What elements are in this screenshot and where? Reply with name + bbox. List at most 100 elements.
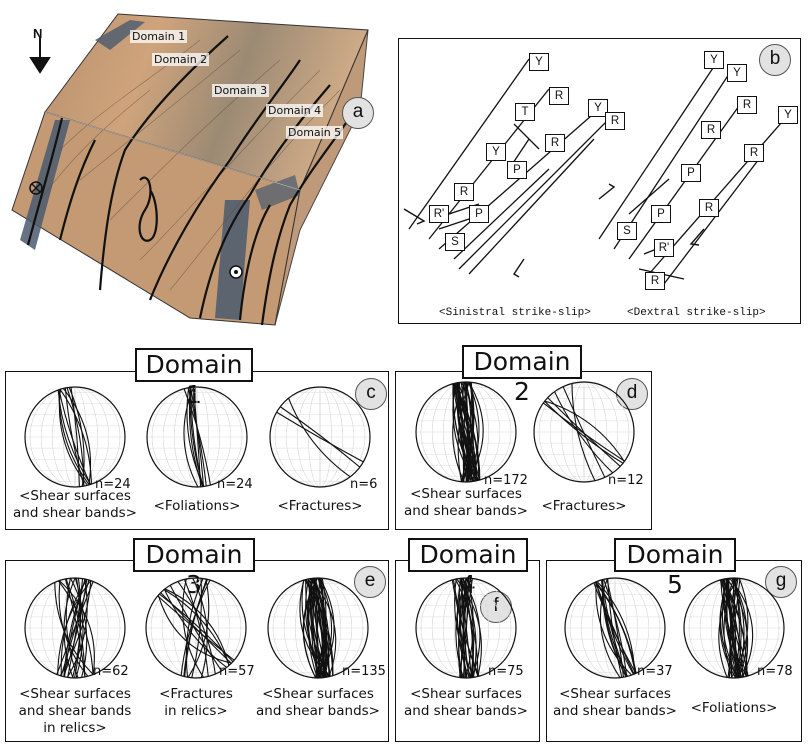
caption-domain1-3: <Fractures> <box>250 498 390 515</box>
stereonet-domain2-2 <box>533 381 635 483</box>
domain-5-panel: g <box>546 560 802 742</box>
stereonet-domain1-2 <box>146 386 248 488</box>
panel-badge-b: b <box>759 44 791 76</box>
shear-label-sinistral-11: S <box>445 233 465 251</box>
panel-badge-g: g <box>765 566 797 598</box>
shear-label-sinistral-5: Y <box>486 143 506 161</box>
stereonet-domain3-2 <box>145 577 247 679</box>
north-symbol-label: N <box>33 26 43 41</box>
sample-count-domain1-3: n=6 <box>350 477 378 492</box>
shear-label-dextral-10: R' <box>654 239 674 257</box>
shear-label-dextral-1: Y <box>727 64 747 82</box>
sample-count-domain1-1: n=24 <box>95 477 131 492</box>
caption-domain5-2: <Foliations> <box>664 700 804 717</box>
caption-line: <Shear surfaces <box>410 486 522 502</box>
shear-label-sinistral-10: P <box>469 205 489 223</box>
shear-label-dextral-2: R <box>737 96 757 114</box>
caption-domain2-2: <Fractures> <box>514 498 654 515</box>
shear-label-sinistral-0: Y <box>529 53 549 71</box>
stereonet-domain4-1 <box>415 577 517 679</box>
shear-label-dextral-7: R <box>699 199 719 217</box>
sample-count-domain2-2: n=12 <box>608 473 644 488</box>
sample-count-domain5-1: n=37 <box>637 664 673 679</box>
domain-2-title: Domain 2 <box>462 345 582 406</box>
shear-label-dextral-9: S <box>617 222 637 240</box>
caption-line: <Shear surfaces <box>19 686 131 702</box>
caption-line: and shear bands> <box>552 703 677 719</box>
caption-line: <Shear surfaces <box>410 686 522 702</box>
sample-count-domain3-2: n=57 <box>219 664 255 679</box>
shear-label-dextral-8: P <box>651 205 671 223</box>
caption-line: in relics> <box>43 720 107 736</box>
domain-5-title: Domain 5 <box>614 538 736 599</box>
sample-count-domain3-3: n=135 <box>342 664 386 679</box>
riedel-shear-diagram <box>403 58 790 285</box>
panel-badge-a: a <box>342 97 374 129</box>
caption-line: <Foliations> <box>153 498 241 514</box>
shear-label-sinistral-3: Y <box>588 99 608 117</box>
panel-badge-c: c <box>355 378 387 410</box>
caption-sinistral: <Sinistral strike-slip> <box>439 307 591 319</box>
shear-label-dextral-0: Y <box>704 51 724 69</box>
sample-count-domain4-1: n=75 <box>488 664 524 679</box>
panel-badge-d: d <box>616 378 648 410</box>
caption-line: and shear bands <box>18 703 132 719</box>
stereonet-domain1-1 <box>24 386 126 488</box>
domain-label-3: Domain 3 <box>212 84 270 97</box>
shear-label-sinistral-2: T <box>515 103 535 121</box>
shear-label-sinistral-4: R <box>605 112 625 130</box>
shear-label-dextral-11: R <box>645 272 665 290</box>
shear-label-sinistral-8: R <box>454 183 474 201</box>
domain-1-title: Domain 1 <box>135 348 253 409</box>
domain-3-title: Domain 3 <box>133 538 255 599</box>
caption-line: and shear bands> <box>12 505 137 521</box>
caption-line: and shear bands> <box>403 703 528 719</box>
domain-label-2: Domain 2 <box>152 53 210 66</box>
stereonet-domain2-1 <box>415 381 517 483</box>
caption-domain1-2: <Foliations> <box>127 498 267 515</box>
stereonet-domain3-1 <box>24 577 126 679</box>
stereonet-domain5-1 <box>564 577 666 679</box>
sample-count-domain2-1: n=172 <box>484 473 528 488</box>
caption-line: <Fractures <box>159 686 233 702</box>
domain-label-4: Domain 4 <box>266 104 324 117</box>
panel-badge-e: e <box>354 566 386 598</box>
panel-a: N Domain 1 Domain 2 Domain 3 Domain 4 Do… <box>0 0 390 330</box>
shear-label-sinistral-6: R <box>545 134 565 152</box>
stereonet-domain3-3 <box>267 577 369 679</box>
caption-line: <Shear surfaces <box>559 686 671 702</box>
shear-label-dextral-5: R <box>744 144 764 162</box>
shear-label-sinistral-9: R' <box>429 205 449 223</box>
shear-label-sinistral-7: P <box>507 161 527 179</box>
caption-line: and shear bands> <box>403 503 528 519</box>
caption-dextral: <Dextral strike-slip> <box>627 307 766 319</box>
sample-count-domain1-2: n=24 <box>217 477 253 492</box>
shear-label-dextral-4: Y <box>778 106 798 124</box>
caption-line: <Shear surfaces <box>262 686 374 702</box>
domain-4-title: Domain 4 <box>408 538 528 599</box>
stereonet-domain1-3 <box>269 386 371 488</box>
domain-label-1: Domain 1 <box>130 30 188 43</box>
shear-label-sinistral-1: R <box>549 87 569 105</box>
caption-line: and shear bands> <box>255 703 380 719</box>
domain-label-5: Domain 5 <box>286 126 344 139</box>
domain-1-panel: c <box>5 371 389 530</box>
caption-line: <Fractures> <box>277 498 363 514</box>
shear-label-dextral-3: R <box>701 121 721 139</box>
sample-count-domain5-2: n=78 <box>757 664 793 679</box>
shear-label-dextral-6: P <box>681 164 701 182</box>
caption-line: <Shear surfaces <box>19 488 131 504</box>
caption-line: <Fractures> <box>541 498 627 514</box>
stereonet-domain5-2 <box>683 577 785 679</box>
caption-line: <Foliations> <box>690 700 778 716</box>
caption-line: in relics> <box>164 703 228 719</box>
block-diagram <box>11 13 369 326</box>
